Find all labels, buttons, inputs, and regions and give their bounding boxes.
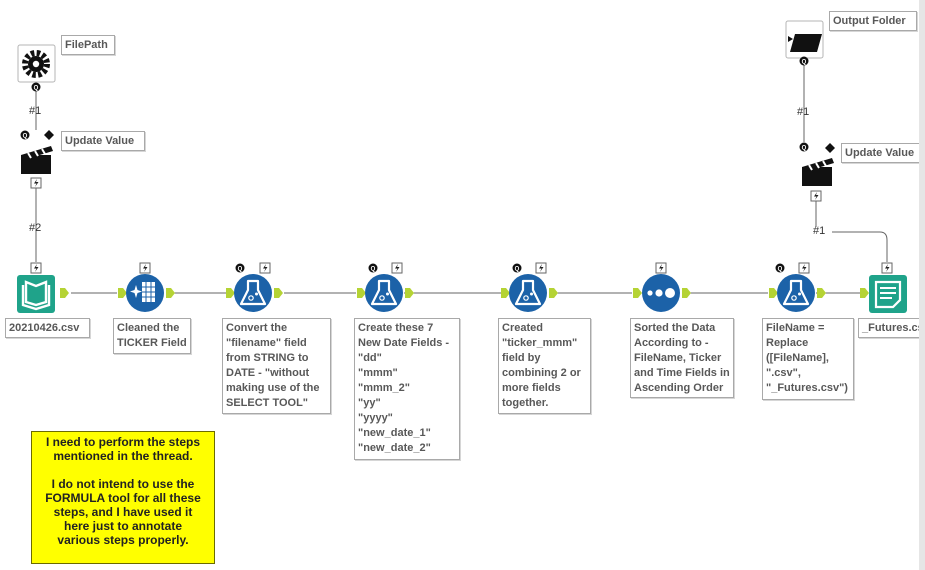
formula-4-annotation: FileName = Replace ([FileName], ".csv", … — [762, 318, 854, 400]
dots-icon — [647, 288, 675, 298]
flask-icon — [232, 272, 274, 314]
input-anchor-icon[interactable] — [118, 288, 127, 298]
output-anchor-icon[interactable] — [60, 288, 69, 298]
question-anchor-icon — [799, 56, 809, 66]
input-anchor-icon[interactable] — [769, 288, 778, 298]
action-bolt-icon — [30, 262, 42, 274]
input-anchor-icon[interactable] — [633, 288, 642, 298]
input-anchor-icon[interactable] — [501, 288, 510, 298]
question-anchor-icon — [799, 142, 809, 152]
connection-count-label: #1 — [813, 225, 825, 237]
action-bolt-icon — [798, 262, 810, 274]
output-anchor-icon[interactable] — [405, 288, 414, 298]
question-anchor-icon — [775, 263, 785, 273]
formula-1-annotation: Convert the "filename" field from STRING… — [222, 318, 331, 414]
flask-icon — [775, 272, 817, 314]
clapperboard-icon — [801, 157, 835, 187]
update-value-tool-2[interactable] — [799, 142, 836, 202]
gear-icon — [22, 50, 50, 78]
action-bolt-icon — [535, 262, 547, 274]
output-anchor-icon[interactable] — [549, 288, 558, 298]
update-value-tool-1[interactable] — [20, 130, 55, 189]
output-tool[interactable] — [860, 262, 907, 313]
flask-icon — [507, 272, 549, 314]
question-anchor-icon — [512, 263, 522, 273]
formula-2-annotation: Create these 7 New Date Fields - "dd" "m… — [354, 318, 460, 460]
connection-labels: #1 #2 #1 #1 — [29, 105, 825, 237]
input-file-annotation: 20210426.csv — [5, 318, 90, 338]
input-anchor-icon[interactable] — [226, 288, 235, 298]
connection-lines — [35, 62, 888, 294]
connection-count-label: #1 — [29, 105, 41, 117]
formula-tool-4[interactable] — [769, 262, 826, 314]
formula-3-annotation: Created "ticker_mmm" field by combining … — [498, 318, 591, 414]
folder-icon — [788, 34, 822, 52]
formula-tool-3[interactable] — [501, 262, 558, 314]
question-anchor-icon — [235, 263, 245, 273]
action-bolt-icon — [881, 262, 893, 274]
formula-tool-2[interactable] — [357, 262, 414, 314]
comment-box[interactable]: I need to perform the steps mentioned in… — [31, 431, 215, 564]
output-file-annotation: _Futures.csv — [858, 318, 925, 338]
vertical-scrollbar[interactable] — [919, 0, 925, 570]
question-anchor-icon — [20, 130, 30, 140]
flask-icon — [363, 272, 405, 314]
question-anchor-icon — [31, 82, 41, 92]
output-folder-tool[interactable] — [785, 20, 824, 66]
document-lines-icon — [874, 280, 902, 309]
filepath-annotation: FilePath — [61, 35, 115, 55]
filepath-tool[interactable] — [17, 44, 56, 92]
input-tool[interactable] — [17, 262, 69, 313]
sort-tool[interactable] — [633, 262, 691, 312]
output-anchor-icon[interactable] — [682, 288, 691, 298]
update-value-annotation-2: Update Value — [841, 143, 925, 163]
action-bolt-icon — [655, 262, 667, 274]
action-bolt-icon — [810, 190, 822, 202]
output-folder-annotation: Output Folder — [829, 11, 917, 31]
action-bolt-icon — [30, 177, 42, 189]
multi-field-annotation: Cleaned the TICKER Field — [113, 318, 191, 354]
connection-count-label: #1 — [797, 106, 809, 118]
output-anchor-icon[interactable] — [166, 288, 175, 298]
sort-annotation: Sorted the Data According to - FileName,… — [630, 318, 734, 398]
update-value-annotation-1: Update Value — [61, 131, 145, 151]
connection-count-label: #2 — [29, 222, 41, 234]
input-anchor-icon[interactable] — [860, 288, 869, 298]
output-anchor-icon[interactable] — [274, 288, 283, 298]
action-bolt-icon — [259, 262, 271, 274]
open-book-icon — [21, 280, 51, 311]
action-bolt-icon — [391, 262, 403, 274]
sparkle-table-icon — [130, 282, 155, 302]
multi-field-tool[interactable] — [118, 262, 175, 312]
output-anchor-icon[interactable] — [817, 288, 826, 298]
formula-tool-1[interactable] — [226, 262, 283, 314]
question-anchor-icon — [368, 263, 378, 273]
action-bolt-icon — [139, 262, 151, 274]
input-anchor-icon[interactable] — [357, 288, 366, 298]
clapperboard-icon — [20, 145, 54, 175]
